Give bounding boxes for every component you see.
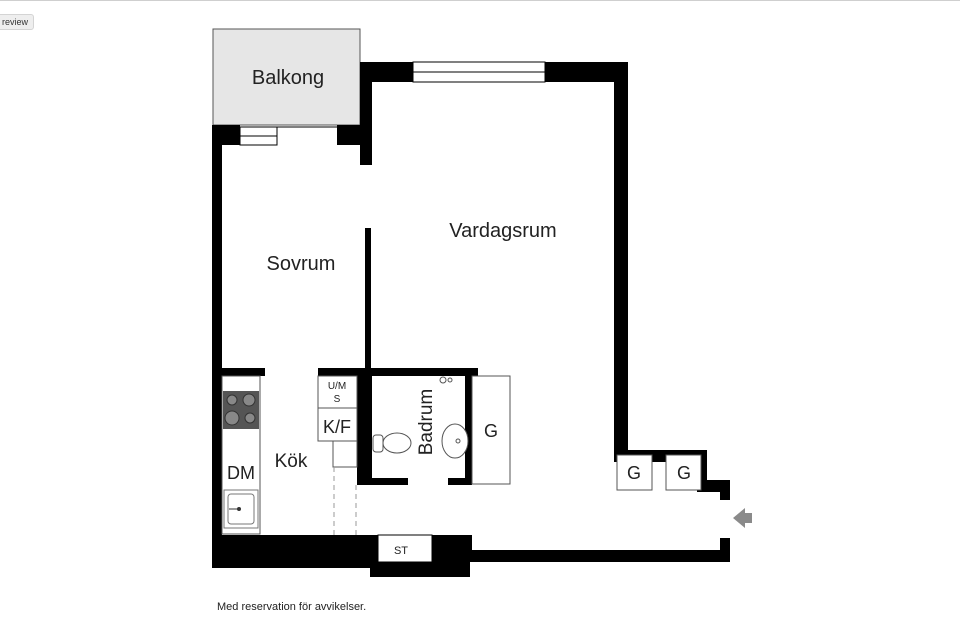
toilet-icon <box>372 432 412 454</box>
disclaimer-text: Med reservation för avvikelser. <box>217 601 367 613</box>
window-top-border <box>0 0 960 1</box>
fixture-dishwasher: DM <box>227 463 255 483</box>
fixture-dryer-label: S <box>334 394 341 405</box>
sink-icon <box>223 489 259 529</box>
room-label-balcony: Balkong <box>252 67 324 89</box>
room-label-living-room: Vardagsrum <box>449 220 556 242</box>
fridge-freezer <box>317 407 358 442</box>
fixture-closet-2-label: G <box>627 463 641 483</box>
washer-dryer <box>317 375 358 409</box>
balcony-area <box>212 28 361 126</box>
room-label-bedroom: Sovrum <box>267 253 336 275</box>
fixture-closet-3-label: G <box>677 463 691 483</box>
fixture-closet-label: G <box>484 421 498 441</box>
walls <box>212 62 730 577</box>
entrance-arrow-icon <box>733 508 752 528</box>
fixture-storage-label: ST <box>394 545 408 557</box>
kitchen-cabinet <box>332 440 358 468</box>
closet-2 <box>616 454 653 491</box>
preview-button[interactable]: review <box>0 14 35 30</box>
storage <box>377 534 433 563</box>
room-label-kitchen: Kök <box>275 451 308 472</box>
shower-icon <box>439 376 453 384</box>
fixture-washer-label: U/M <box>328 381 346 392</box>
closet-3 <box>665 454 702 491</box>
stove-icon <box>223 391 259 429</box>
closet <box>471 375 511 485</box>
washbasin-icon <box>441 423 469 459</box>
room-label-bathroom: Badrum <box>416 389 437 456</box>
fixture-fridge-label: K/F <box>323 417 351 437</box>
